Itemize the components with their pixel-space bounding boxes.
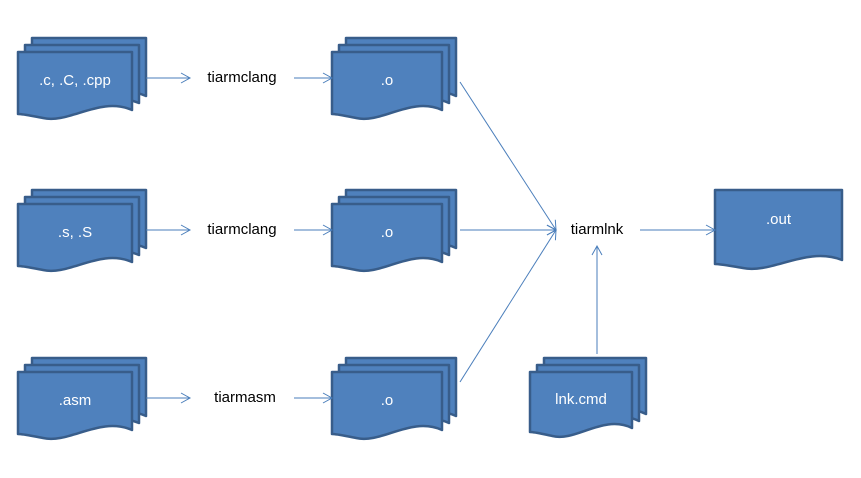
object-files-2: .o (330, 356, 458, 441)
linker-command-file: lnk.cmd (528, 356, 648, 439)
doc-sheet-front (330, 50, 444, 121)
output-file-label: .out (766, 211, 792, 228)
source-files-2: .asm (16, 356, 148, 441)
source-files-1: .s, .S (16, 188, 148, 273)
arrow-object-0-to-linker (459, 81, 557, 231)
doc-sheet-front (528, 370, 634, 439)
doc-sheet (713, 188, 844, 271)
source-files-1-label: .s, .S (58, 224, 92, 241)
doc-sheet-front (16, 370, 134, 441)
arrow-object-2-to-linker (459, 229, 557, 383)
doc-sheet-front (16, 202, 134, 273)
compiler-tool-1: tiarmclang (207, 221, 276, 238)
doc-sheet-front (16, 50, 134, 121)
object-files-0: .o (330, 36, 458, 121)
linker-tool: tiarmlnk (571, 221, 624, 238)
source-files-2-label: .asm (59, 392, 92, 409)
doc-sheet-front (330, 370, 444, 441)
linker-command-file-label: lnk.cmd (555, 391, 607, 408)
object-files-2-label: .o (381, 392, 394, 409)
compiler-tool-2: tiarmasm (214, 389, 276, 406)
source-files-0: .c, .C, .cpp (16, 36, 148, 121)
compiler-tool-0: tiarmclang (207, 69, 276, 86)
object-files-1: .o (330, 188, 458, 273)
object-files-1-label: .o (381, 224, 394, 241)
output-file: .out (713, 188, 844, 271)
source-files-0-label: .c, .C, .cpp (39, 72, 111, 89)
doc-sheet-front (330, 202, 444, 273)
object-files-0-label: .o (381, 72, 394, 89)
